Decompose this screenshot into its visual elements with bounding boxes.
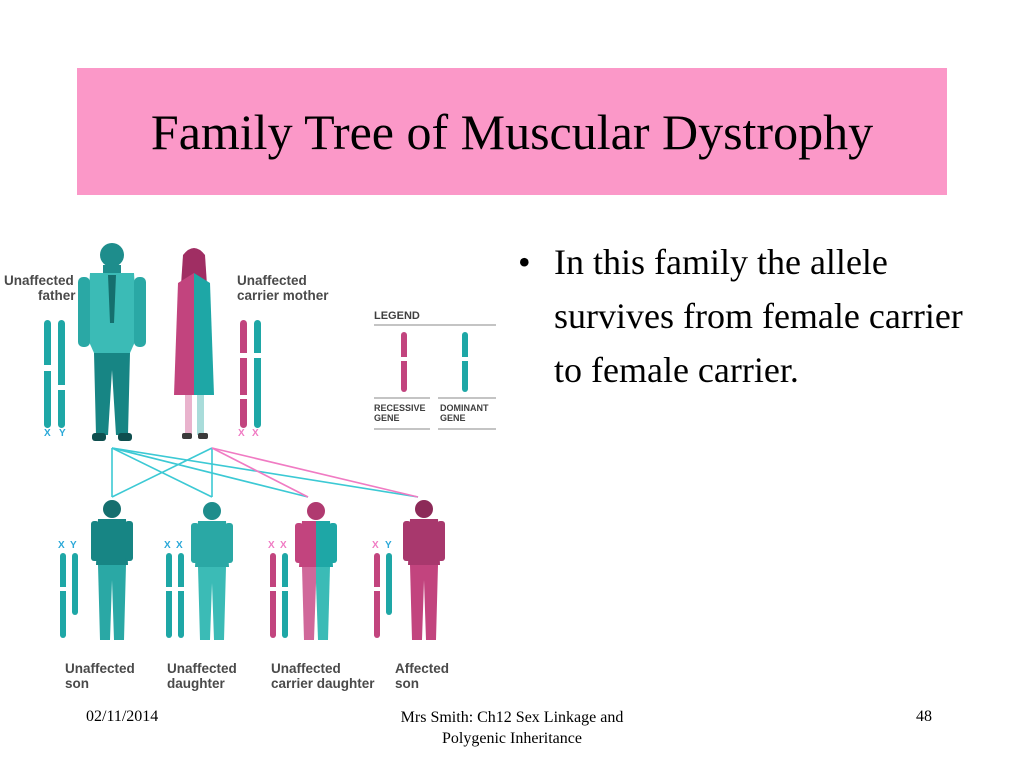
child-unaffected-daughter: X X (164, 502, 233, 640)
legend-recessive-line2: GENE (374, 413, 400, 423)
child3-label-line1: Unaffected (271, 661, 341, 676)
mother-figure (174, 248, 214, 439)
child1-label-line2: son (65, 676, 89, 691)
footer-date: 02/11/2014 (86, 708, 159, 725)
legend-title: LEGEND (374, 310, 420, 322)
mother-chromosome-x1: X (238, 428, 245, 439)
child2-label-line1: Unaffected (167, 661, 237, 676)
bullet-text: In this family the allele survives from … (554, 242, 963, 390)
title-banner: Family Tree of Muscular Dystrophy (77, 68, 947, 195)
dominant-gene-swatch (462, 332, 468, 392)
father-label-line1: Unaffected (4, 273, 74, 288)
inheritance-lines (111, 447, 419, 498)
son2-chromosome-y: Y (385, 540, 392, 551)
mother-label-line2: carrier mother (237, 288, 329, 303)
legend-dominant-line1: DOMINANT (440, 403, 489, 413)
child1-label-line1: Unaffected (65, 661, 135, 676)
child-carrier-daughter: X X (268, 502, 337, 640)
legend-dominant-line2: GENE (440, 413, 466, 423)
father-chromosome-y: Y (59, 428, 66, 439)
child3-label-line2: carrier daughter (271, 676, 375, 691)
recessive-gene-swatch (401, 332, 407, 392)
child-affected-son: X Y (372, 500, 445, 640)
child4-label-line2: son (395, 676, 419, 691)
mother-label-line1: Unaffected (237, 273, 307, 288)
father-label-line2: father (38, 288, 76, 303)
bullet-list: • In this family the allele survives fro… (512, 235, 992, 397)
daughter1-chromosome-x1: X (164, 540, 171, 551)
footer-course: Mrs Smith: Ch12 Sex Linkage and Polygeni… (332, 708, 692, 750)
family-tree-figure: X Y Unaffected father X X Unaffected ca (0, 235, 505, 700)
father-chromosome-x: X (44, 428, 51, 439)
legend: LEGEND RECESSIVE GENE DOMINANT GENE (374, 310, 496, 430)
child2-label-line2: daughter (167, 676, 225, 691)
daughter1-chromosome-x2: X (176, 540, 183, 551)
mother-chromosome-x2: X (252, 428, 259, 439)
son1-chromosome-x: X (58, 540, 65, 551)
footer-course-line1: Mrs Smith: Ch12 Sex Linkage and (400, 709, 624, 726)
father-chromosomes: X Y (44, 320, 66, 439)
child4-label-line1: Affected (395, 661, 449, 676)
slide-title: Family Tree of Muscular Dystrophy (150, 103, 874, 160)
bullet-marker: • (518, 242, 531, 282)
mother-chromosomes: X X (238, 320, 261, 439)
daughter2-chromosome-x2: X (280, 540, 287, 551)
legend-recessive-line1: RECESSIVE (374, 403, 426, 413)
footer-page-number: 48 (916, 708, 932, 725)
son2-chromosome-x: X (372, 540, 379, 551)
father-figure (78, 243, 146, 441)
child-unaffected-son: X Y (58, 500, 133, 640)
daughter2-chromosome-x1: X (268, 540, 275, 551)
bullet-item: • In this family the allele survives fro… (512, 235, 992, 397)
footer-course-line2: Polygenic Inheritance (442, 729, 582, 747)
son1-chromosome-y: Y (70, 540, 77, 551)
family-tree-illustration: X Y Unaffected father X X Unaffected ca (4, 243, 496, 691)
